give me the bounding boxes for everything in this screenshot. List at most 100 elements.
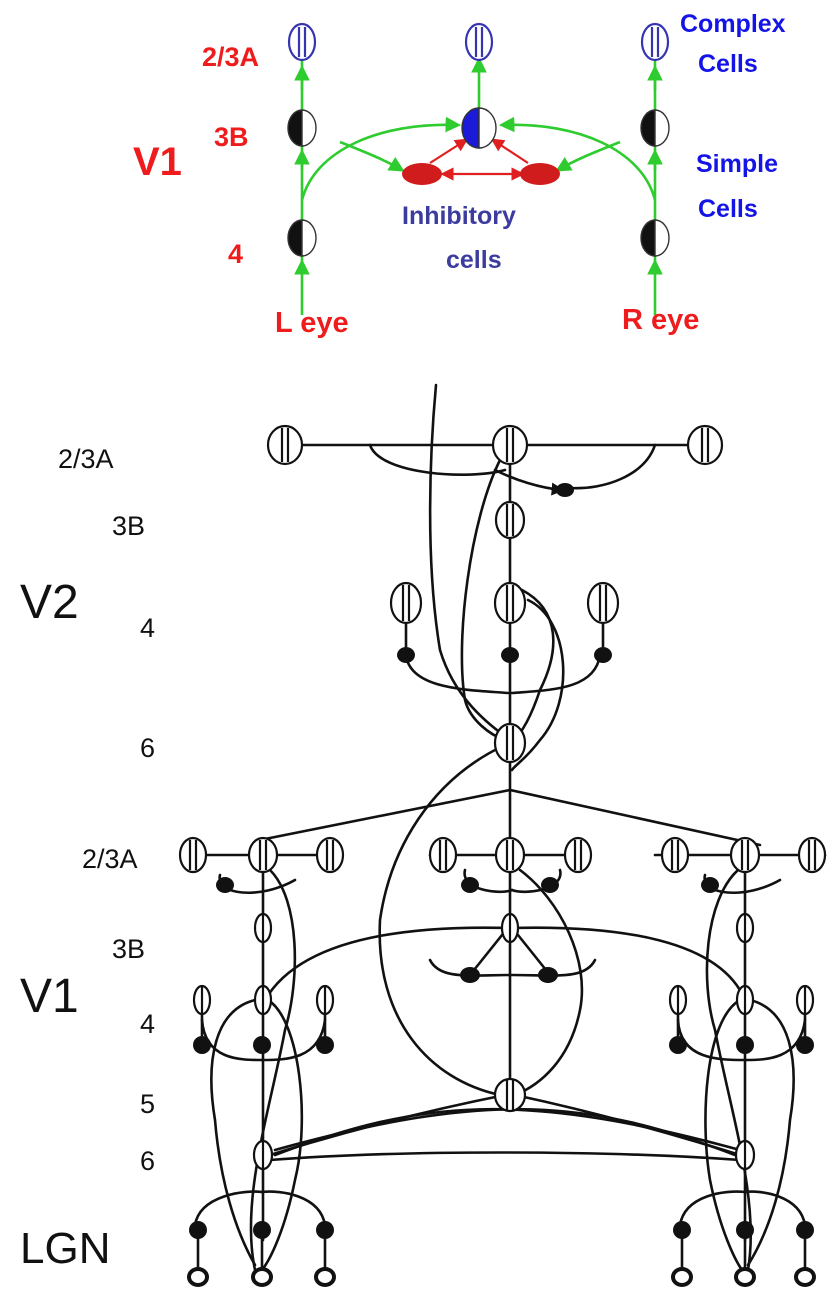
lgn-right-relay-c: [796, 1221, 814, 1239]
v1-l23a-left-b: [247, 836, 279, 874]
v1-l23a-right-a: [660, 836, 690, 874]
v2-l23a-cell-center: [491, 424, 529, 466]
top-region-label-v1: V1: [133, 140, 182, 184]
complex-cells: [287, 22, 670, 62]
v2-l4-cell-right: [586, 581, 620, 625]
top-layer-label-2-3a: 2/3A: [202, 42, 259, 72]
v2-l3b-cell: [494, 500, 526, 540]
complex-cell-right: [640, 22, 670, 62]
binocular-simple-cell: [461, 107, 497, 149]
complex-cells-label-line2: Cells: [698, 50, 758, 78]
v1-l23a-right-c: [797, 836, 827, 874]
lgn-left-relay-b: [253, 1221, 271, 1239]
v1-left-interneuron-4a: [193, 1036, 211, 1054]
simple-cells: [287, 107, 670, 257]
v1-center-interneuron-3b-left: [460, 967, 480, 983]
lgn-right-relay-b: [736, 1221, 754, 1239]
laminar-wiring: [183, 383, 827, 1272]
simple-cell-right-3b: [640, 109, 670, 147]
v2-layer-label-6: 6: [140, 733, 155, 763]
v2-l23a-cell-left: [266, 424, 304, 466]
lgn-stems: [196, 623, 807, 1269]
v1-l23a-center-b: [494, 836, 526, 874]
complex-cell-center: [464, 22, 494, 62]
v2-l23a-cell-right: [686, 424, 724, 466]
v1-left-interneuron-4c: [316, 1036, 334, 1054]
complex-cells-label-line1: Complex: [680, 10, 786, 38]
v2-l4-cell-left: [389, 581, 423, 625]
v2-layer-label-3b: 3B: [112, 511, 145, 541]
v2-layer-label-2-3a: 2/3A: [58, 444, 114, 474]
lgn-left-a: [187, 1267, 209, 1287]
left-to-inhib: [339, 140, 405, 172]
left-to-binocular: [300, 116, 462, 201]
v2-region-label: V2: [20, 576, 79, 629]
v1-center-interneuron-3b-right: [538, 967, 558, 983]
inhib-left-up: [429, 138, 469, 164]
inhibitory-interneurons: [189, 483, 814, 1239]
v1-center-interneuron-23b: [541, 877, 559, 893]
v1-layer-label-6: 6: [140, 1146, 155, 1176]
right-to-inhib: [555, 140, 621, 172]
v1-right-interneuron-23: [701, 877, 719, 893]
top-panel: 2/3A 3B V1 4 L eye R eye Complex Cells S…: [133, 10, 786, 339]
top-layer-label-3b: 3B: [214, 122, 249, 152]
simple-cells-label-line1: Simple: [696, 150, 778, 178]
v1-l4-left-b: [253, 984, 273, 1016]
v1-l23a-center-c: [563, 836, 593, 874]
v2-layer-label-4: 4: [140, 613, 155, 643]
v1-l6-right: [734, 1139, 756, 1171]
lgn-left-relay-a: [189, 1221, 207, 1239]
v1-l3b-left: [253, 912, 273, 944]
v1-right-interneuron-4b: [736, 1036, 754, 1054]
inhibitory-cell-right: [520, 163, 560, 185]
inhib-right-up: [490, 138, 529, 164]
v1-left-interneuron-4b: [253, 1036, 271, 1054]
inhibitory-connections: [429, 138, 529, 181]
v1-l4-right-a: [668, 984, 688, 1016]
v1-layer-label-3b: 3B: [112, 934, 145, 964]
v1-right-interneuron-4a: [669, 1036, 687, 1054]
lgn-right-b: [734, 1267, 756, 1287]
v1-l5-center: [493, 1077, 527, 1113]
v2-l6-cell: [493, 722, 527, 764]
right-to-binocular: [498, 116, 657, 201]
inhibitory-cell-left: [402, 163, 442, 185]
v1-l3b-right: [735, 912, 755, 944]
lgn-right-a: [671, 1267, 693, 1287]
lgn-right-relay-a: [673, 1221, 691, 1239]
lgn-left-b: [251, 1267, 273, 1287]
lgn-right-c: [794, 1267, 816, 1287]
pyramidal-cells: [178, 424, 827, 1171]
v1-l4-right-c: [795, 984, 815, 1016]
left-eye-label: L eye: [275, 307, 349, 339]
v1-l3b-center: [500, 912, 520, 944]
v1-layer-label-2-3a: 2/3A: [82, 844, 138, 874]
v2-interneuron-l4-left: [397, 647, 415, 663]
simple-cell-right-4: [640, 219, 670, 257]
v1-center-interneuron-23: [461, 877, 479, 893]
excitatory-connections: [294, 56, 663, 315]
v1-right-interneuron-4c: [796, 1036, 814, 1054]
v2-interneuron-l4-center: [501, 647, 519, 663]
v1-left-interneuron-23: [216, 877, 234, 893]
v2-interneuron-l4-right: [594, 647, 612, 663]
simple-cell-left-4: [287, 219, 317, 257]
v1-l23a-left-c: [315, 836, 345, 874]
lgn-cells: [187, 1267, 816, 1287]
v1-l4-right-b: [735, 984, 755, 1016]
inhibitory-cells-label-line2: cells: [446, 246, 502, 274]
v1-layer-label-5: 5: [140, 1089, 155, 1119]
complex-cell-left: [287, 22, 317, 62]
lgn-left-c: [314, 1267, 336, 1287]
v2-interneuron-top: [556, 483, 574, 497]
v1-l23a-right-b: [729, 836, 761, 874]
simple-cell-left-3b: [287, 109, 317, 147]
v1-l4-left-c: [315, 984, 335, 1016]
bottom-panel: 2/3A 3B V2 4 6 2/3A 3B V1 4 5 6 LGN: [20, 383, 827, 1287]
v1-layer-label-4: 4: [140, 1009, 155, 1039]
lgn-left-relay-c: [316, 1221, 334, 1239]
top-layer-label-4: 4: [228, 239, 243, 269]
v1-l23a-left-a: [178, 836, 208, 874]
